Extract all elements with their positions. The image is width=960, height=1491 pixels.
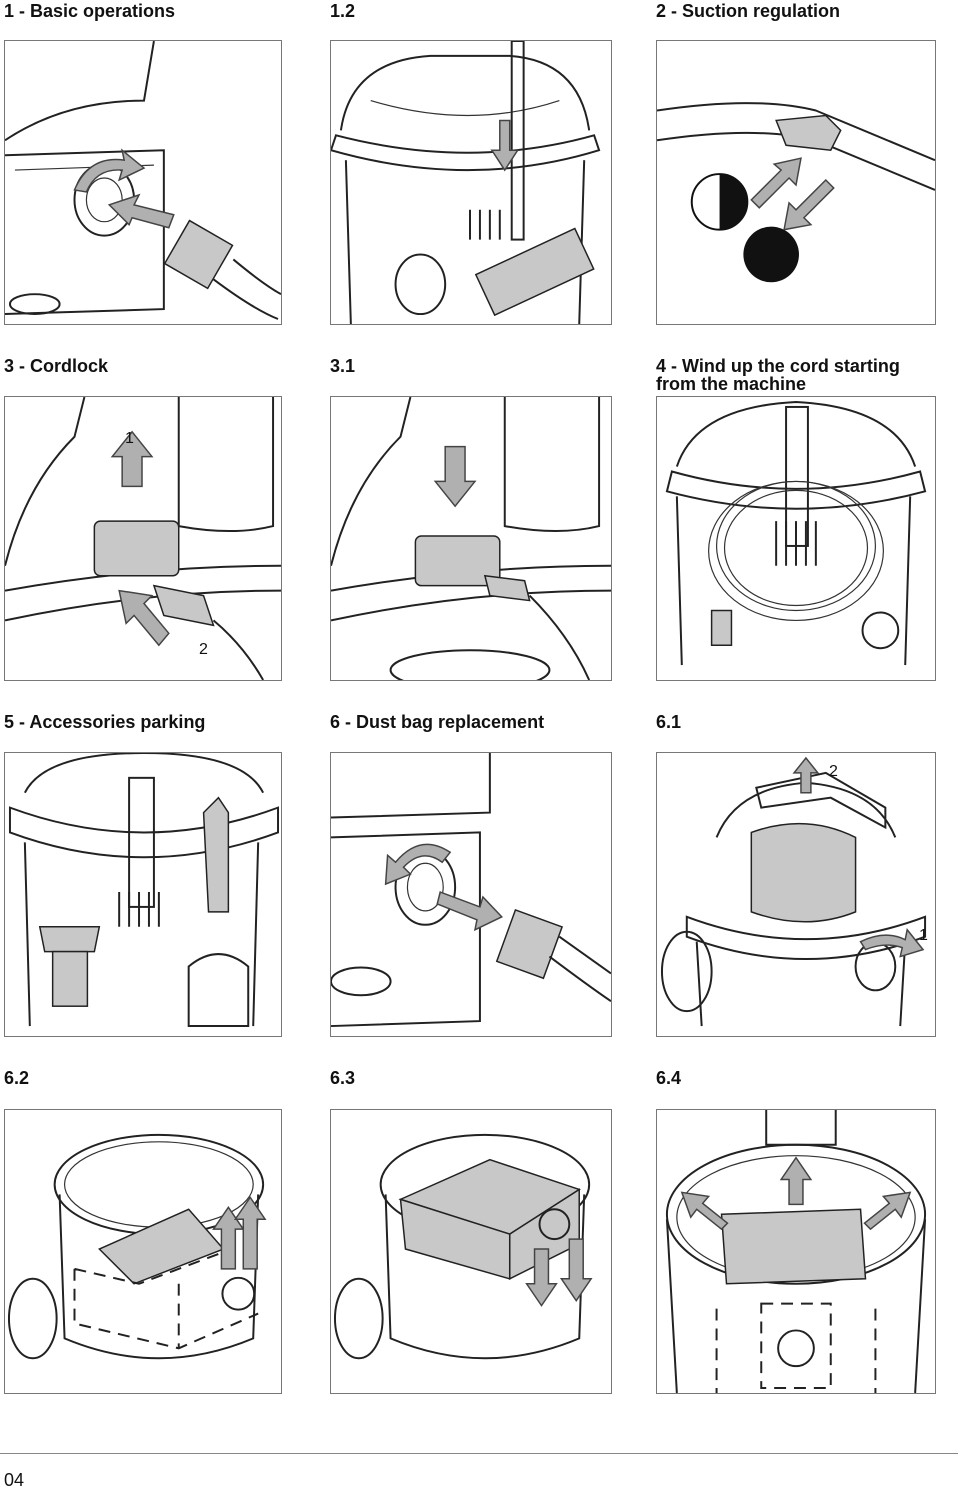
step-number-2: 2 (199, 641, 208, 658)
cordlock-illustration (5, 397, 281, 680)
insert-new-bag-illustration (333, 1133, 593, 1360)
caption-basic-operations: 1 - Basic operations (4, 1, 176, 21)
caption-accessories-parking: 5 - Accessories parking (4, 712, 206, 732)
figure-6-3 (330, 1109, 612, 1394)
cord-winding-illustration (665, 400, 927, 666)
figure-cordlock: 1 2 (4, 396, 282, 681)
suction-valve-illustration (657, 102, 935, 283)
bag-in-tank-illustration (665, 1110, 927, 1393)
figure-6-2 (4, 1109, 282, 1394)
lid-removal-illustration (660, 756, 927, 1027)
caption-wind-cord-line2: from the machine (656, 374, 807, 394)
vacuum-hose-connect-illustration (5, 41, 281, 320)
caption-dust-bag-replacement: 6 - Dust bag replacement (330, 712, 545, 732)
tube-parking-illustration (331, 41, 601, 324)
step-number-2: 2 (829, 763, 838, 780)
caption-suction-regulation: 2 - Suction regulation (656, 1, 841, 21)
hose-disconnect-illustration (331, 753, 611, 1028)
figure-1-2 (330, 40, 612, 325)
caption-6-4: 6.4 (656, 1068, 682, 1088)
step-number-1: 1 (125, 430, 134, 447)
caption-6-1: 6.1 (656, 712, 682, 732)
caption-1-2: 1.2 (330, 1, 356, 21)
page-number: 04 (4, 1470, 25, 1490)
figure-basic-operations (4, 40, 282, 325)
caption-6-2: 6.2 (4, 1068, 30, 1088)
figure-3-1 (330, 396, 612, 681)
caption-cordlock: 3 - Cordlock (4, 356, 109, 376)
open-tank-bag-illustration (7, 1133, 267, 1360)
caption-6-3: 6.3 (330, 1068, 356, 1088)
figure-6-4 (656, 1109, 936, 1394)
figure-suction-regulation (656, 40, 936, 325)
accessories-parking-illustration (8, 753, 280, 1028)
figure-wind-cord (656, 396, 936, 681)
figure-6-1: 2 1 (656, 752, 936, 1037)
cordlock-locked-illustration (331, 397, 611, 680)
caption-3-1: 3.1 (330, 356, 356, 376)
figure-dust-bag-replacement (330, 752, 612, 1037)
step-number-1: 1 (919, 927, 928, 944)
footer-rule (0, 1453, 958, 1454)
caption-wind-cord-line1: 4 - Wind up the cord starting (656, 356, 900, 376)
figure-accessories-parking (4, 752, 282, 1037)
